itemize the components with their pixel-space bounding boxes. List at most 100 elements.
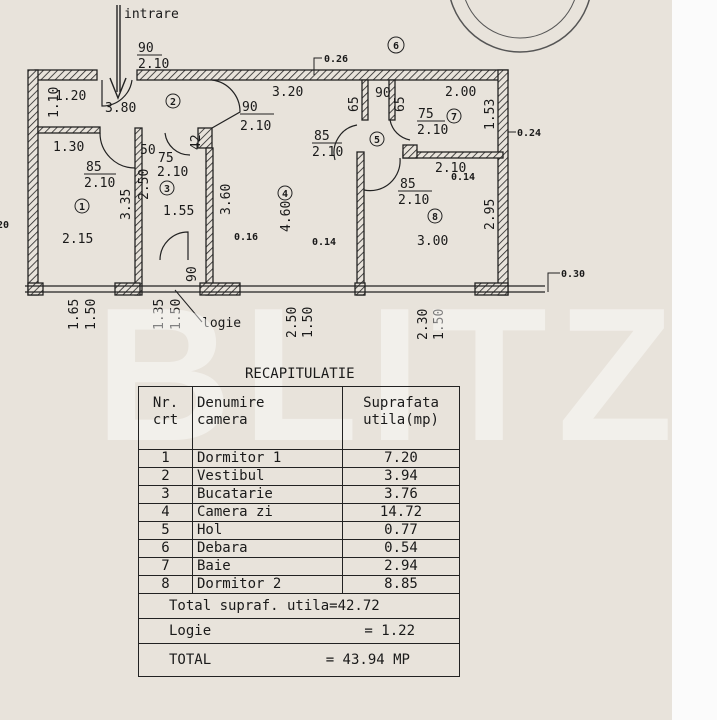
dim: 3.00	[417, 234, 448, 249]
dim: 2.00	[445, 85, 476, 100]
cell-nr: 6	[138, 539, 193, 558]
cell-nr: 8	[138, 575, 193, 594]
cell-name: Vestibul	[192, 467, 343, 486]
dim: 20	[0, 220, 9, 231]
entrance-arrow	[109, 5, 127, 100]
dim: 3.80	[105, 101, 136, 116]
dim: 85	[400, 177, 416, 192]
dim: 4.60	[279, 201, 294, 232]
dim: 65	[393, 96, 408, 112]
summary-title: RECAPITULATIE	[245, 366, 355, 382]
room-number-1: 1	[79, 202, 85, 213]
dim: 2.10	[157, 165, 188, 180]
header-nr: Nr.crt	[138, 386, 193, 450]
cell-area: 14.72	[342, 503, 460, 522]
dim: 75	[418, 107, 434, 122]
dim: 65	[347, 96, 362, 112]
dim: 3.20	[272, 85, 303, 100]
total-row: TOTAL= 43.94 MP	[138, 643, 460, 677]
cell-nr: 5	[138, 521, 193, 540]
page-edge	[672, 0, 717, 720]
dim: 2.10	[435, 161, 466, 176]
dim: 85	[86, 160, 102, 175]
dim: 2.30	[416, 309, 431, 340]
room-number-2: 2	[170, 97, 176, 108]
cell-nr: 2	[138, 467, 193, 486]
room-number-7: 7	[451, 112, 457, 123]
dim: 1.65	[67, 299, 82, 330]
dim: 42	[189, 134, 204, 150]
dim: 1.10	[47, 87, 62, 118]
dim: 75	[158, 151, 174, 166]
dim: 1.50	[84, 299, 99, 330]
cell-area: 8.85	[342, 575, 460, 594]
room-number-8: 8	[432, 212, 438, 223]
dim: 85	[314, 129, 330, 144]
dim: 90	[138, 41, 154, 56]
dim: 1.50	[169, 299, 184, 330]
dim: 90	[242, 100, 258, 115]
dim: 1.35	[152, 299, 167, 330]
dim: 1.53	[483, 99, 498, 130]
cell-area: 2.94	[342, 557, 460, 576]
dim: 1.50	[301, 307, 316, 338]
dim: 0.24	[517, 128, 541, 139]
cell-area: 0.77	[342, 521, 460, 540]
dim: 1.50	[432, 309, 447, 340]
cell-area: 3.94	[342, 467, 460, 486]
logia-cell: Logie= 1.22	[138, 618, 460, 644]
cell-name: Camera zi	[192, 503, 343, 522]
total-cell: TOTAL= 43.94 MP	[138, 643, 460, 677]
dim: 2.50	[285, 307, 300, 338]
dim: 1.30	[53, 140, 84, 155]
dim: 2.10	[417, 123, 448, 138]
dim: 3.60	[219, 184, 234, 215]
dim: 50	[140, 143, 156, 158]
cell-nr: 4	[138, 503, 193, 522]
walls	[27, 69, 509, 296]
total-useful: Total supraf. utila=42.72	[138, 593, 460, 619]
dim: 3.35	[119, 189, 134, 220]
dim: 1.55	[163, 204, 194, 219]
dim: 90	[185, 266, 200, 282]
dim: 1.20	[55, 89, 86, 104]
cell-nr: 7	[138, 557, 193, 576]
cell-name: Bucatarie	[192, 485, 343, 504]
room-number-6: 6	[393, 41, 399, 52]
room-markers	[74, 36, 462, 224]
dim: 0.16	[234, 232, 258, 243]
cell-name: Debara	[192, 539, 343, 558]
dim: 2.10	[84, 176, 115, 191]
cell-nr: 1	[138, 449, 193, 468]
stamp	[450, 0, 590, 53]
cell-name: Baie	[192, 557, 343, 576]
room-number-4: 4	[282, 189, 288, 200]
cell-area: 7.20	[342, 449, 460, 468]
entrance-label: intrare	[124, 7, 179, 22]
door-swings	[99, 79, 411, 261]
dim: 2.95	[483, 199, 498, 230]
cell-name: Dormitor 2	[192, 575, 343, 594]
dim: 2.10	[138, 57, 169, 72]
total-useful-row: Total supraf. utila=42.72	[138, 593, 460, 619]
cell-name: Dormitor 1	[192, 449, 343, 468]
dim: 2.50	[137, 169, 152, 200]
logia-label: logie	[202, 316, 241, 331]
dim: 2.10	[312, 145, 343, 160]
room-number-5: 5	[374, 135, 380, 146]
dim: 0.30	[561, 269, 585, 280]
dim: 0.14	[312, 237, 336, 248]
cell-area: 3.76	[342, 485, 460, 504]
cell-nr: 3	[138, 485, 193, 504]
